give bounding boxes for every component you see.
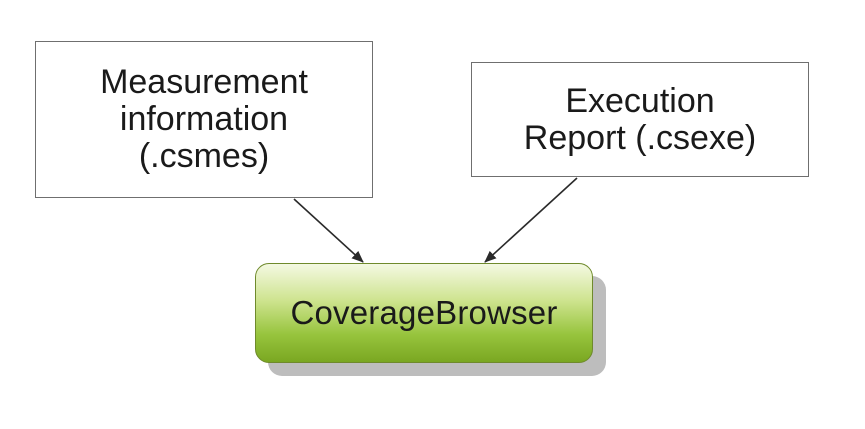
coveragebrowser-label: CoverageBrowser [290, 294, 558, 331]
coveragebrowser-node: CoverageBrowser [255, 263, 593, 363]
arrow-execution-to-coveragebrowser [484, 177, 578, 263]
execution-report-box: Execution Report (.csexe) [471, 62, 809, 177]
arrow-measurement-to-coveragebrowser [293, 198, 364, 263]
measurement-information-box: Measurement information (.csmes) [35, 41, 373, 198]
